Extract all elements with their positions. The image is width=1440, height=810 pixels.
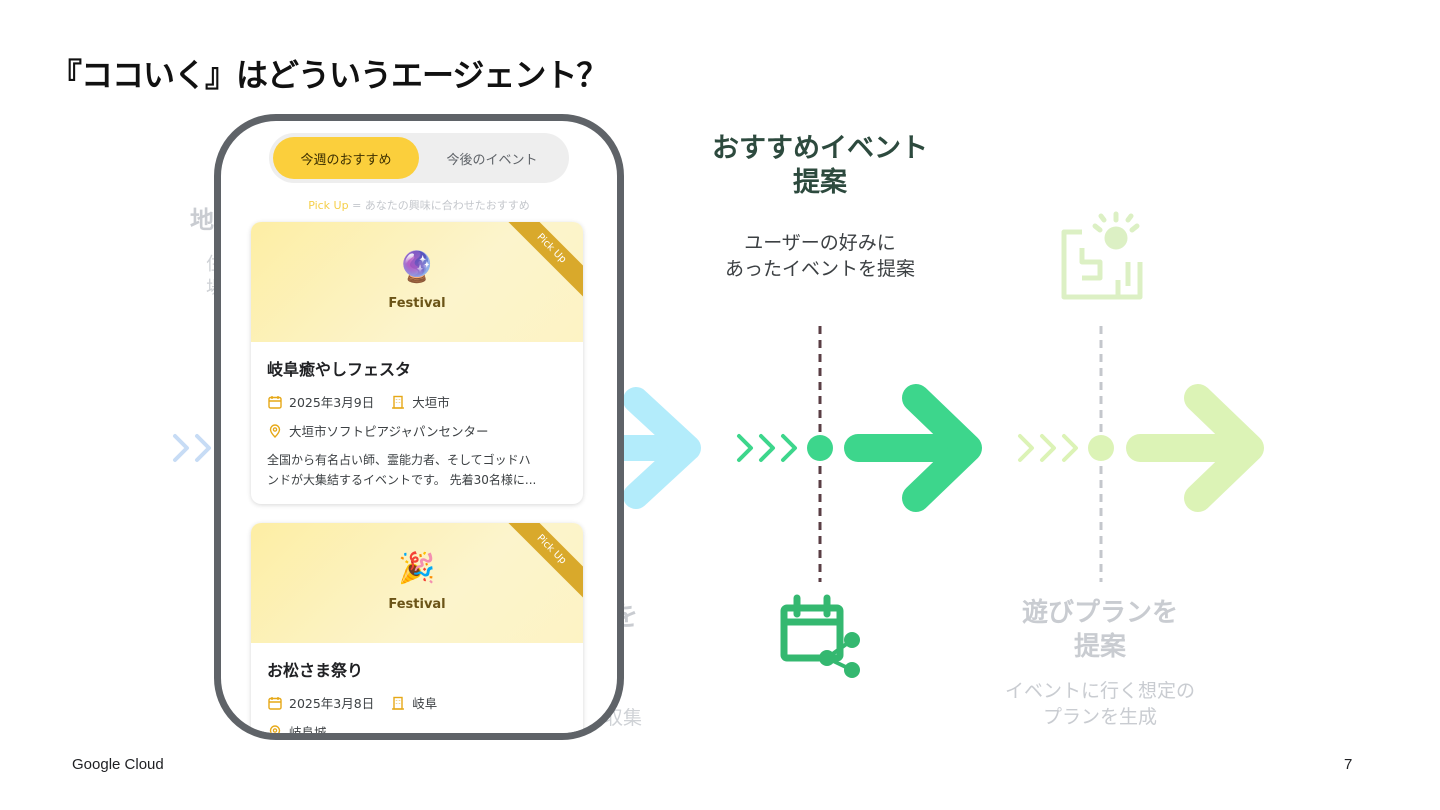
recommend-desc-line2: あったイベントを提案: [724, 258, 915, 280]
location-pin-icon: [267, 423, 283, 439]
plan-desc-line1: イベントに行く想定の: [1004, 680, 1195, 702]
recommend-heading-line2: 提案: [793, 167, 847, 198]
event-title: お松さま祭り: [267, 661, 364, 680]
party-popper-icon: 🎉: [398, 551, 436, 586]
calendar-share-icon: [780, 594, 844, 662]
tab-this-week[interactable]: 今週のおすすめ: [273, 137, 419, 179]
event-description: 全国から有名占い師、霊能力者、そしてゴッドハ ンドが大集結するイベントです。 先…: [267, 450, 567, 490]
chevrons-recommend: [737, 434, 797, 462]
phone-screen: 今週のおすすめ 今後のイベント Pick Up = あなたの興味に合わせたおすす…: [221, 121, 617, 733]
event-card-hero: 🔮 Festival Pick Up: [251, 222, 583, 342]
event-card-hero: 🎉 Festival Pick Up: [251, 523, 583, 643]
plan-description: イベントに行く想定の プランを生成: [960, 678, 1240, 730]
chevrons-plan: [1018, 434, 1078, 462]
event-description-line2: ンドが大集結するイベントです。 先着30名様に...: [267, 473, 537, 487]
event-card[interactable]: 🎉 Festival Pick Up お松さま祭り 2025年3月8日 岐阜: [251, 523, 583, 733]
event-venue: 岐阜城: [289, 725, 327, 733]
event-date: 2025年3月8日: [289, 696, 375, 711]
event-venue-row: 大垣市ソフトピアジャパンセンター: [267, 421, 567, 440]
arrow-plan: [1126, 384, 1264, 512]
event-title: 岐阜癒やしフェスタ: [267, 360, 412, 379]
plan-desc-line2: プランを生成: [1042, 706, 1157, 728]
event-venue-row: 岐阜城: [267, 722, 567, 733]
event-city: 岐阜: [412, 696, 438, 711]
crystal-ball-icon: 🔮: [398, 250, 436, 285]
timeline-dot-recommend: [807, 435, 833, 461]
recommend-heading: おすすめイベント 提案: [680, 132, 960, 200]
plan-heading: 遊びプランを 提案: [960, 596, 1240, 664]
calendar-icon: [267, 394, 283, 410]
faded-stage-heading: 地: [190, 206, 214, 234]
event-card[interactable]: 🔮 Festival Pick Up 岐阜癒やしフェスタ 2025年3月9日 大…: [251, 222, 583, 504]
idea-map-icon: [1061, 211, 1143, 300]
building-icon: [390, 394, 406, 410]
event-city: 大垣市: [412, 395, 450, 410]
pickup-note: Pick Up = あなたの興味に合わせたおすすめ: [221, 197, 617, 213]
recommend-heading-line1: おすすめイベント: [712, 133, 928, 164]
pickup-note-label: Pick Up: [308, 199, 349, 212]
plan-heading-line2: 提案: [1073, 632, 1126, 662]
tab-bar: 今週のおすすめ 今後のイベント: [269, 133, 569, 183]
event-card-body: お松さま祭り 2025年3月8日 岐阜 岐阜城: [251, 643, 583, 733]
event-meta-row: 2025年3月8日 岐阜: [267, 693, 567, 712]
calendar-icon: [267, 695, 283, 711]
page-number: 7: [1344, 756, 1353, 773]
event-venue: 大垣市ソフトピアジャパンセンター: [289, 424, 489, 439]
tab-upcoming-events[interactable]: 今後のイベント: [446, 152, 538, 168]
timeline-dot-plan: [1088, 435, 1114, 461]
recommend-description: ユーザーの好みに あったイベントを提案: [680, 230, 960, 282]
event-meta-row: 2025年3月9日 大垣市: [267, 392, 567, 411]
recommend-desc-line1: ユーザーの好みに: [744, 232, 896, 254]
slide-title: 『ココいく』はどういうエージェント？: [50, 56, 608, 94]
location-pin-icon: [267, 724, 283, 733]
building-icon: [390, 695, 406, 711]
event-category: Festival: [388, 597, 446, 612]
pickup-note-text: = あなたの興味に合わせたおすすめ: [348, 199, 530, 212]
event-category: Festival: [388, 296, 446, 311]
share-icon: [819, 632, 860, 678]
plan-heading-line1: 遊びプランを: [1021, 598, 1178, 628]
arrow-recommend: [844, 384, 982, 512]
event-description-line1: 全国から有名占い師、霊能力者、そしてゴッドハ: [267, 453, 531, 467]
footer-brand: Google Cloud: [72, 756, 164, 773]
phone-mockup: 今週のおすすめ 今後のイベント Pick Up = あなたの興味に合わせたおすす…: [214, 114, 624, 740]
event-card-body: 岐阜癒やしフェスタ 2025年3月9日 大垣市 大垣市: [251, 342, 583, 504]
faded-chevrons-left: [173, 434, 211, 462]
event-date: 2025年3月9日: [289, 395, 375, 410]
